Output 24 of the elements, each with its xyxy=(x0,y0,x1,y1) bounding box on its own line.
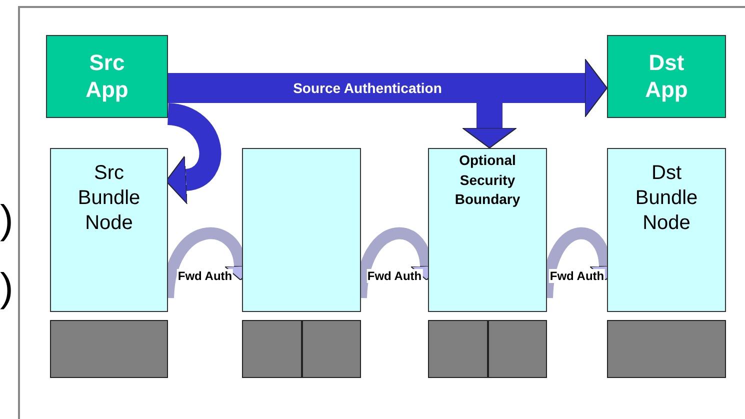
security-boundary-box xyxy=(428,148,547,312)
bundle-node-box xyxy=(242,148,361,312)
block-arrow xyxy=(168,58,608,118)
edge-label: Fwd Auth xyxy=(548,269,606,283)
node-label: Optional Security Boundary xyxy=(454,151,522,210)
application-box xyxy=(46,35,168,118)
edge-label: Fwd Auth xyxy=(176,269,234,283)
node-label: Dst Bundle Node xyxy=(634,161,699,236)
edge-label: Fwd Auth xyxy=(366,269,423,283)
cut-off-text: ) xyxy=(0,268,14,308)
node-label: Src Bundle Node xyxy=(76,161,142,236)
storage-block xyxy=(607,320,726,378)
bundle-node-box xyxy=(607,148,726,312)
storage-block xyxy=(488,320,547,378)
node-label: Dst App xyxy=(644,50,689,103)
storage-block xyxy=(428,320,488,378)
storage-block xyxy=(50,320,168,378)
block-arrow xyxy=(166,103,222,204)
node-label: Src App xyxy=(84,50,130,103)
storage-block xyxy=(302,320,361,378)
storage-block xyxy=(242,320,302,378)
cut-off-text: ) xyxy=(0,200,14,240)
bundle-node-box xyxy=(50,148,168,312)
application-box xyxy=(607,35,726,118)
